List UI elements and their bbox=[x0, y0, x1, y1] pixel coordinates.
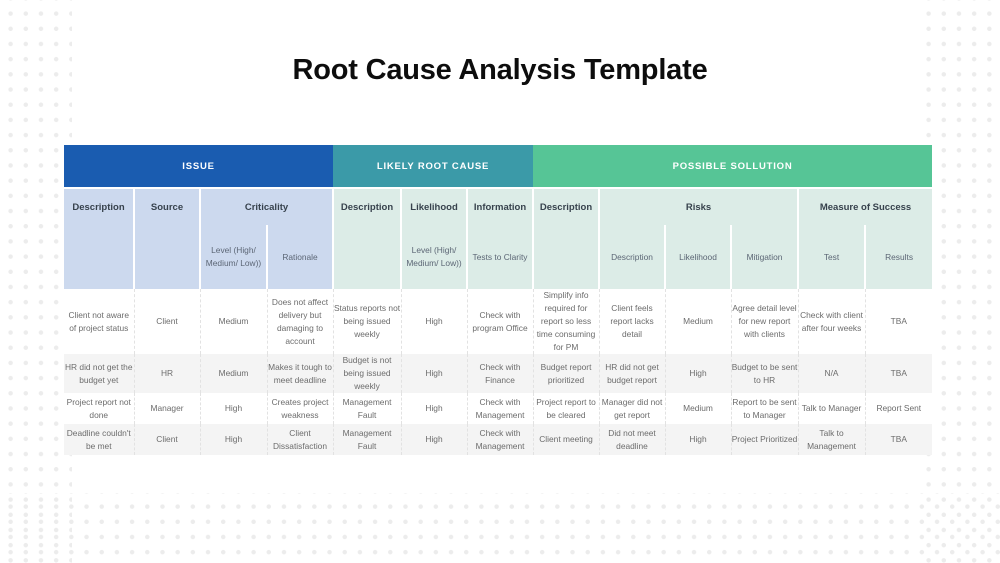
cell-issue-source[interactable]: Client bbox=[134, 289, 201, 355]
root-cause-analysis-table-wrapper: ISSUE LIKELY ROOT CAUSE POSSIBLE SOLLUTI… bbox=[64, 145, 933, 456]
cell-risk-likelihood[interactable]: Medium bbox=[665, 393, 732, 425]
cell-issue-source[interactable]: Client bbox=[134, 424, 201, 456]
cell-criticality-level[interactable]: Medium bbox=[200, 289, 268, 355]
descriptor-risks-description: Description bbox=[599, 225, 667, 289]
cell-measure-test[interactable]: N/A bbox=[798, 354, 866, 394]
cell-measure-test[interactable]: Talk to Manager bbox=[798, 393, 866, 425]
table-descriptor-row: Level (High/ Medium/ Low)) Rationale Lev… bbox=[64, 225, 933, 289]
cell-solution-description[interactable]: Simplify info required for report so les… bbox=[533, 289, 600, 355]
subheader-issue-criticality[interactable]: Criticality bbox=[200, 189, 335, 225]
subheader-issue-description[interactable]: Description bbox=[64, 189, 135, 225]
descriptor-issue-criticality-rationale: Rationale bbox=[267, 225, 335, 289]
cell-cause-description[interactable]: Management Fault bbox=[333, 424, 402, 456]
subheader-solution-description[interactable]: Description bbox=[533, 189, 601, 225]
cell-issue-description[interactable]: Project report not done bbox=[64, 393, 135, 425]
cell-measure-results[interactable]: TBA bbox=[865, 289, 933, 355]
cell-measure-results[interactable]: Report Sent bbox=[865, 393, 933, 425]
cell-criticality-level[interactable]: High bbox=[200, 393, 268, 425]
cell-criticality-rationale[interactable]: Creates project weakness bbox=[267, 393, 334, 425]
cell-issue-source[interactable]: Manager bbox=[134, 393, 201, 425]
cell-risk-description[interactable]: Manager did not get report bbox=[599, 393, 666, 425]
cell-cause-description[interactable]: Management Fault bbox=[333, 393, 402, 425]
page-title: Root Cause Analysis Template bbox=[292, 54, 708, 86]
cell-risk-likelihood[interactable]: High bbox=[665, 354, 732, 394]
decorative-dot-grid-bottom bbox=[0, 493, 1000, 563]
descriptor-measure-results: Results bbox=[865, 225, 933, 289]
cell-risk-mitigation[interactable]: Budget to be sent to HR bbox=[731, 354, 799, 394]
spacer-cell bbox=[64, 187, 933, 189]
cell-cause-likelihood[interactable]: High bbox=[401, 393, 468, 425]
cell-risk-description[interactable]: HR did not get budget report bbox=[599, 354, 666, 394]
subheader-cause-likelihood[interactable]: Likelihood bbox=[401, 189, 469, 225]
cell-cause-information[interactable]: Check with Management bbox=[467, 424, 534, 456]
cell-measure-test[interactable]: Check with client after four weeks bbox=[798, 289, 866, 355]
table-row[interactable]: Project report not done Manager High Cre… bbox=[64, 393, 933, 425]
header-band-spacer bbox=[64, 187, 933, 189]
descriptor-solution-description bbox=[533, 225, 601, 289]
cell-cause-likelihood[interactable]: High bbox=[401, 354, 468, 394]
cell-issue-description[interactable]: HR did not get the budget yet bbox=[64, 354, 135, 394]
cell-risk-description[interactable]: Did not meet deadline bbox=[599, 424, 666, 456]
cell-criticality-level[interactable]: Medium bbox=[200, 354, 268, 394]
cell-risk-likelihood[interactable]: Medium bbox=[665, 289, 732, 355]
cell-criticality-rationale[interactable]: Makes it tough to meet deadline bbox=[267, 354, 334, 394]
cell-issue-description[interactable]: Deadline couldn't be met bbox=[64, 424, 135, 456]
cell-cause-information[interactable]: Check with Finance bbox=[467, 354, 534, 394]
cell-cause-information[interactable]: Check with Management bbox=[467, 393, 534, 425]
cell-measure-results[interactable]: TBA bbox=[865, 354, 933, 394]
cell-issue-description[interactable]: Client not aware of project status bbox=[64, 289, 135, 355]
descriptor-issue-criticality-level: Level (High/ Medium/ Low)) bbox=[200, 225, 268, 289]
descriptor-issue-description bbox=[64, 225, 135, 289]
descriptor-measure-test: Test bbox=[798, 225, 867, 289]
table-subheader-row: Description Source Criticality Descripti… bbox=[64, 189, 933, 225]
cell-criticality-rationale[interactable]: Does not affect delivery but damaging to… bbox=[267, 289, 334, 355]
table-row[interactable]: HR did not get the budget yet HR Medium … bbox=[64, 354, 933, 394]
subheader-issue-source[interactable]: Source bbox=[134, 189, 201, 225]
group-header-issue[interactable]: ISSUE bbox=[64, 145, 334, 187]
group-header-likely-root-cause[interactable]: LIKELY ROOT CAUSE bbox=[333, 145, 534, 187]
descriptor-cause-description bbox=[333, 225, 403, 289]
cell-risk-description[interactable]: Client feels report lacks detail bbox=[599, 289, 666, 355]
cell-cause-description[interactable]: Status reports not being issued weekly bbox=[333, 289, 402, 355]
cell-solution-description[interactable]: Client meeting bbox=[533, 424, 600, 456]
table-row[interactable]: Client not aware of project status Clien… bbox=[64, 289, 933, 355]
descriptor-cause-likelihood-level: Level (High/ Medium/ Low)) bbox=[401, 225, 469, 289]
cell-issue-source[interactable]: HR bbox=[134, 354, 201, 394]
cell-cause-information[interactable]: Check with program Office bbox=[467, 289, 534, 355]
cell-criticality-rationale[interactable]: Client Dissatisfaction bbox=[267, 424, 334, 456]
table-row[interactable]: Deadline couldn't be met Client High Cli… bbox=[64, 424, 933, 456]
subheader-cause-description[interactable]: Description bbox=[333, 189, 403, 225]
table-group-header-row: ISSUE LIKELY ROOT CAUSE POSSIBLE SOLLUTI… bbox=[64, 145, 933, 187]
subheader-solution-risks[interactable]: Risks bbox=[599, 189, 800, 225]
cell-cause-likelihood[interactable]: High bbox=[401, 424, 468, 456]
group-header-possible-solution[interactable]: POSSIBLE SOLLUTION bbox=[533, 145, 933, 187]
descriptor-risks-likelihood: Likelihood bbox=[665, 225, 733, 289]
subheader-cause-information[interactable]: Information bbox=[467, 189, 535, 225]
cell-risk-mitigation[interactable]: Report to be sent to Manager bbox=[731, 393, 799, 425]
cell-cause-likelihood[interactable]: High bbox=[401, 289, 468, 355]
root-cause-analysis-table: ISSUE LIKELY ROOT CAUSE POSSIBLE SOLLUTI… bbox=[64, 145, 933, 456]
cell-risk-mitigation[interactable]: Agree detail level for new report with c… bbox=[731, 289, 799, 355]
descriptor-issue-source bbox=[134, 225, 201, 289]
descriptor-cause-information: Tests to Clarity bbox=[467, 225, 535, 289]
descriptor-risks-mitigation: Mitigation bbox=[731, 225, 800, 289]
subheader-solution-measure-of-success[interactable]: Measure of Success bbox=[798, 189, 933, 225]
cell-risk-mitigation[interactable]: Project Prioritized bbox=[731, 424, 799, 456]
cell-solution-description[interactable]: Project report to be cleared bbox=[533, 393, 600, 425]
cell-solution-description[interactable]: Budget report prioritized bbox=[533, 354, 600, 394]
cell-risk-likelihood[interactable]: High bbox=[665, 424, 732, 456]
cell-measure-test[interactable]: Talk to Management bbox=[798, 424, 866, 456]
cell-measure-results[interactable]: TBA bbox=[865, 424, 933, 456]
cell-cause-description[interactable]: Budget is not being issued weekly bbox=[333, 354, 402, 394]
cell-criticality-level[interactable]: High bbox=[200, 424, 268, 456]
